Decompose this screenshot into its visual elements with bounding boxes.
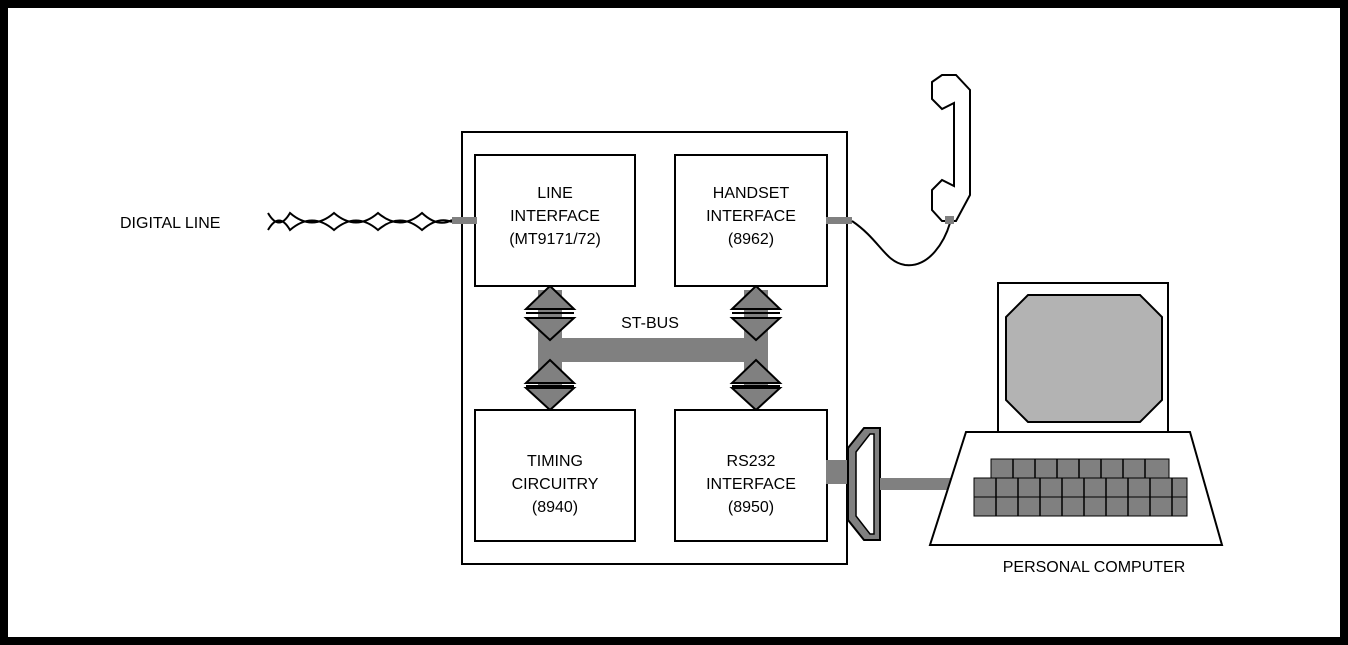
rs232-interface-block (674, 409, 828, 542)
personal-computer-icon (928, 282, 1224, 546)
st-bus-label: ST-BUS (621, 315, 679, 332)
twisted-pair-icon (267, 211, 453, 232)
handset-connector (826, 217, 852, 224)
handset-interface-block (674, 154, 828, 287)
rs232-interface-label-3: (8950) (728, 499, 774, 516)
personal-computer-label: PERSONAL COMPUTER (1003, 559, 1186, 576)
monitor-screen (1005, 294, 1163, 423)
bus-arrow-icon (523, 284, 783, 412)
handset-interface-label-2: INTERFACE (706, 208, 796, 225)
timing-circuitry-label-2: CIRCUITRY (512, 476, 599, 493)
timing-circuitry-block (474, 409, 636, 542)
handset-interface-label-1: HANDSET (713, 185, 790, 202)
timing-circuitry-label-3: (8940) (532, 499, 578, 516)
line-interface-label-2: INTERFACE (510, 208, 600, 225)
rs232-interface-label-1: RS232 (727, 453, 776, 470)
digital-line-connector (452, 217, 477, 224)
rs232-interface-label-2: INTERFACE (706, 476, 796, 493)
digital-line-label: DIGITAL LINE (120, 215, 220, 232)
line-interface-label-1: LINE (537, 185, 573, 202)
keyboard (973, 458, 1188, 517)
handset-cord-jack (945, 216, 954, 224)
rs232-cable (880, 478, 952, 490)
handset-cord (851, 220, 951, 267)
handset-icon (931, 74, 971, 222)
handset-interface-label-3: (8962) (728, 231, 774, 248)
line-interface-label-3: (MT9171/72) (509, 231, 601, 248)
timing-circuitry-label-1: TIMING (527, 453, 583, 470)
rs232-cable-stub (826, 460, 850, 484)
serial-connector-icon (847, 427, 881, 541)
